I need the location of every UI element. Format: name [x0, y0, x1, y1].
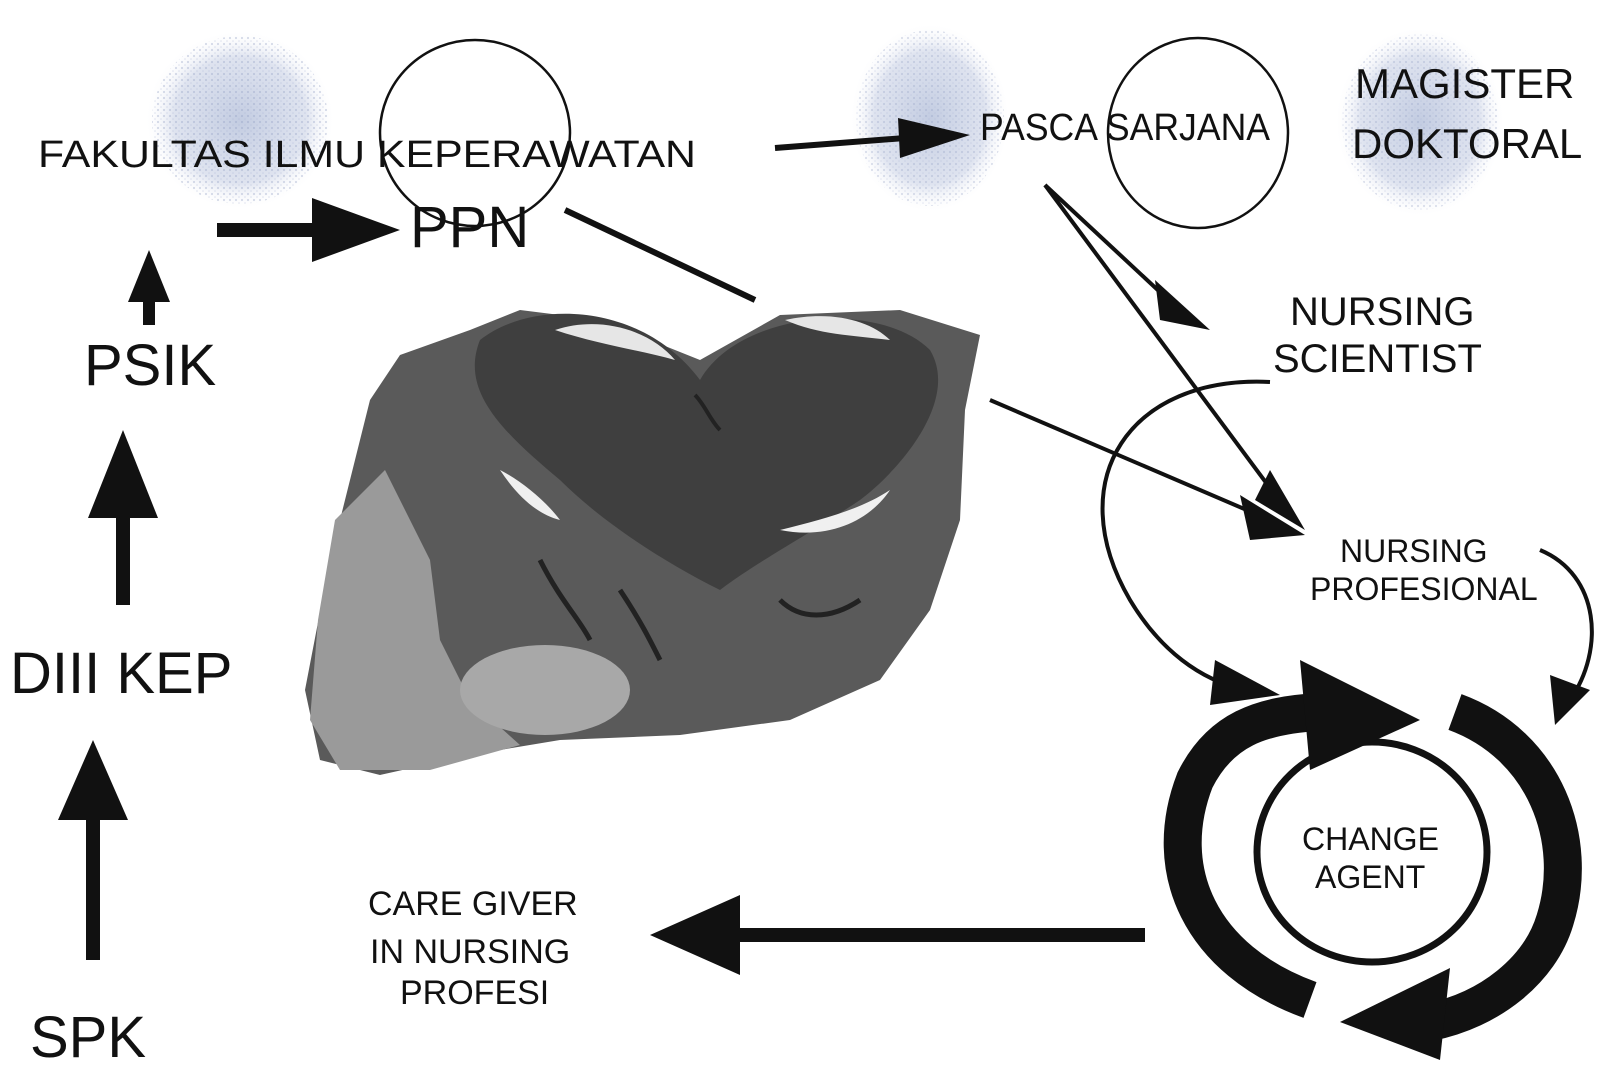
label-care-giver-3: PROFESI	[400, 974, 549, 1012]
halftone-blob-fakultas	[145, 30, 335, 210]
arrow-diii-to-psik	[88, 430, 158, 605]
label-nursing-scientist-1: NURSING	[1290, 290, 1474, 334]
label-spk: SPK	[30, 1005, 146, 1067]
label-nursing-scientist-2: SCIENTIST	[1273, 337, 1482, 381]
label-nursing-profesional-2: PROFESIONAL	[1310, 571, 1538, 607]
label-doktoral: DOKTORAL	[1352, 120, 1582, 167]
label-care-giver-2: IN NURSING	[370, 933, 570, 971]
arrow-spk-to-diii	[58, 740, 128, 960]
arrow-psik-to-fakultas	[128, 250, 170, 325]
label-change-agent-2: AGENT	[1315, 859, 1425, 895]
curve-profesional-to-change	[1540, 550, 1592, 725]
label-fakultas: FAKULTAS ILMU KEPERAWATAN	[38, 134, 696, 176]
label-nursing-profesional-1: NURSING	[1340, 533, 1488, 569]
arrow-change-to-caregiver	[650, 895, 1145, 975]
heart-in-hands-illustration	[305, 310, 980, 775]
curve-scientist-to-change	[1103, 382, 1280, 705]
label-ppn: PPN	[410, 195, 529, 260]
label-diii-kep: DIII KEP	[10, 641, 232, 706]
line-ppn-to-heart	[565, 210, 755, 300]
label-pasca-sarjana: PASCA SARJANA	[980, 107, 1271, 149]
label-magister: MAGISTER	[1355, 60, 1574, 107]
label-care-giver-1: CARE GIVER	[368, 885, 578, 923]
label-change-agent-1: CHANGE	[1302, 821, 1439, 857]
label-psik: PSIK	[84, 333, 216, 398]
